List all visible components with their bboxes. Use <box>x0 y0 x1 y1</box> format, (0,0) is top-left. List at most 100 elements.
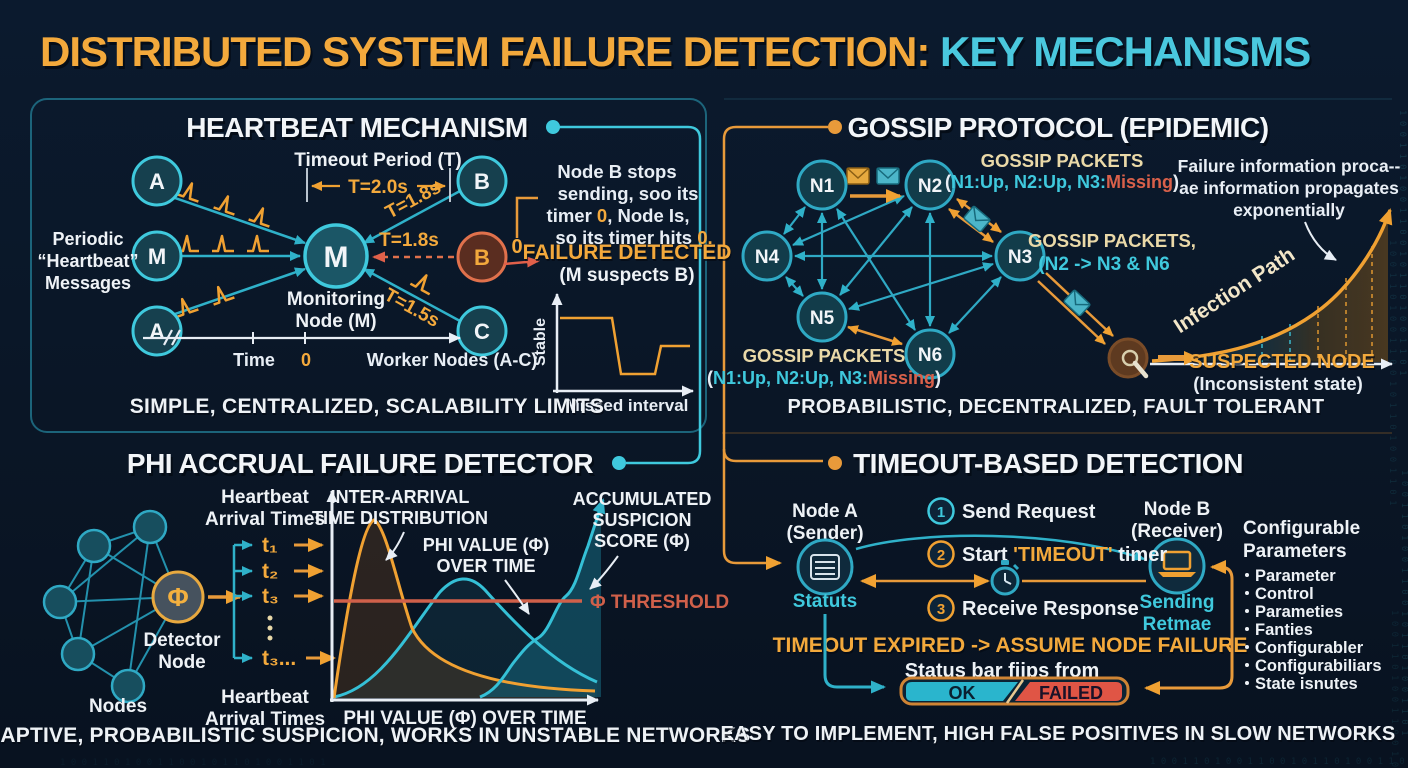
svg-text:1 0 0 1 1 0 1 0 0 1 1 0 0 1 0: 1 0 0 1 1 0 1 0 0 1 1 0 0 1 0 1 1 0 1 0 … <box>1399 470 1408 736</box>
svg-text:Parameties: Parameties <box>1255 603 1343 621</box>
gossip-packets-top-label: GOSSIP PACKETS (N1:Up, N2:Up, N3:Missing… <box>945 150 1179 192</box>
status-bar: OK FAILED <box>899 676 1130 706</box>
svg-text:Receive Response: Receive Response <box>962 598 1139 620</box>
quadrant-frames <box>30 98 1392 434</box>
svg-text:(Sender): (Sender) <box>786 523 863 544</box>
worker-node-b: B <box>456 155 508 207</box>
failure-arrow <box>503 256 540 268</box>
svg-text:Sending: Sending <box>1140 592 1215 613</box>
note-bracket <box>515 196 538 238</box>
gossip-nodes: N1 N2 N3 N4 N5 N6 <box>741 159 1046 380</box>
svg-text:Time: Time <box>233 350 275 370</box>
svg-text:Node B: Node B <box>1144 499 1211 520</box>
svg-text:1 0 0 1 1 0 1 0 0 1 1 0 0 1 0: 1 0 0 1 1 0 1 0 0 1 1 0 0 1 0 1 1 0 1 0 … <box>1150 757 1408 767</box>
svg-text:Arrival Times: Arrival Times <box>205 709 325 730</box>
step-1: 1 Send Request <box>927 497 1096 525</box>
gossip-packets-mid-label: GOSSIP PACKETS, (N2 -> N3 & N6 <box>1028 230 1196 275</box>
gossip-section: GOSSIP PROTOCOL (EPIDEMIC) <box>707 112 1401 418</box>
svg-text:Parameter: Parameter <box>1255 567 1336 585</box>
svg-text:C: C <box>474 319 490 344</box>
svg-text:State isnutes: State isnutes <box>1255 675 1358 693</box>
monitoring-node-label: Monitoring Node (M) <box>287 289 385 332</box>
svg-text:1 0 0 1 1 0 1 0 0 1 1 0 0 1 0: 1 0 0 1 1 0 1 0 0 1 1 0 0 1 0 1 1 0 1 0 … <box>1389 610 1399 768</box>
heartbeat-section: HEARTBEAT MECHANISM Timeout Pe <box>37 112 731 418</box>
svg-text:so its timer hits 0.: so its timer hits 0. <box>555 227 712 248</box>
stopwatch-icon <box>990 560 1020 596</box>
monitoring-node-m: M <box>303 223 369 289</box>
inconsistent-label: (Inconsistent state) <box>1193 373 1363 394</box>
svg-text:OVER TIME: OVER TIME <box>436 556 535 576</box>
worker-node-m-left: M <box>131 230 183 282</box>
timeout-title: TIMEOUT-BASED DETECTION <box>853 448 1243 479</box>
svg-text:Φ: Φ <box>167 582 188 612</box>
infection-path-label: Infection Path <box>1170 243 1299 338</box>
svg-text:M: M <box>324 241 349 274</box>
svg-text:Periodic: Periodic <box>52 229 123 249</box>
matrix-texture: 1 0 0 1 1 0 1 0 0 1 1 0 0 1 0 1 1 0 1 0 … <box>60 110 1408 768</box>
svg-text:1 0 0 1 1 0 1 0 0 1 1 0 0 1 0: 1 0 0 1 1 0 1 0 0 1 1 0 0 1 0 1 1 0 1 0 … <box>1387 240 1397 506</box>
svg-text:T=1.8s: T=1.8s <box>379 230 439 251</box>
failure-propagation-note: Failure information proca-- ae informati… <box>1178 156 1401 220</box>
timeout-node-a: Node A (Sender) Statuts <box>786 501 863 612</box>
svg-text:GOSSIP PACKETS,: GOSSIP PACKETS, <box>1028 230 1196 251</box>
svg-text:Monitoring: Monitoring <box>287 289 385 310</box>
svg-text:(N2 -> N3 & N6: (N2 -> N3 & N6 <box>1038 254 1169 275</box>
phi-x-axis-label: PHI VALUE (Φ) OVER TIME <box>343 708 586 729</box>
svg-text:Stable: Stable <box>532 318 549 366</box>
svg-text:3: 3 <box>937 601 945 618</box>
svg-text:(N1:Up, N2:Up, N3:Missing): (N1:Up, N2:Up, N3:Missing) <box>707 368 941 388</box>
page-title: DISTRIBUTED SYSTEM FAILURE DETECTION: KE… <box>40 28 1310 75</box>
svg-text:Configurable: Configurable <box>1243 518 1360 539</box>
svg-text:Send Request: Send Request <box>962 501 1096 523</box>
heartbeat-caption: SIMPLE, CENTRALIZED, SCALABILITY LIMITS <box>130 395 604 418</box>
configurable-parameters: Configurable Parameters Parameter Contro… <box>1243 518 1382 693</box>
gossip-mesh-arrows <box>783 194 1002 334</box>
failure-detected-label: FAILURE DETECTED <box>523 241 732 264</box>
svg-text:Failure information proca--: Failure information proca-- <box>1178 156 1401 176</box>
node-a-status-label: Statuts <box>793 591 857 612</box>
svg-text:Fanties: Fanties <box>1255 621 1313 639</box>
svg-text:SUSPICION: SUSPICION <box>592 510 691 530</box>
server-icon <box>810 554 840 580</box>
worker-node-a-top: A <box>131 155 183 207</box>
phi-section: PHI ACCRUAL FAILURE DETECTOR Φ Detector <box>0 448 750 747</box>
phi-title: PHI ACCRUAL FAILURE DETECTOR <box>127 448 593 479</box>
svg-text:sending, soo its: sending, soo its <box>558 183 699 204</box>
arrival-times-list: Heartbeat Arrival Times t₁ t₂ t₃ t₃... <box>205 487 336 730</box>
timer-zero-marker: 0 <box>511 236 522 258</box>
phi-chart: Φ THRESHOLD INTER-ARRIVAL TIME DISTRIBUT… <box>312 487 729 729</box>
status-failed: FAILED <box>1039 683 1103 703</box>
svg-text:Missed interval: Missed interval <box>566 396 689 415</box>
svg-text:t₃: t₃ <box>262 585 279 608</box>
svg-text:Node (M): Node (M) <box>295 311 376 332</box>
timeout-expired-label: TIMEOUT EXPIRED -> ASSUME NODE FAILURE <box>773 634 1248 657</box>
svg-text:Node B stops: Node B stops <box>557 161 676 182</box>
note-curve-arrow <box>1304 221 1337 261</box>
status-orange-connector <box>1144 560 1234 695</box>
gossip-orange-arrows <box>847 189 1114 346</box>
svg-text:A: A <box>149 169 165 194</box>
heartbeat-title: HEARTBEAT MECHANISM <box>186 112 528 143</box>
svg-text:Start 'TIMEOUT' timer: Start 'TIMEOUT' timer <box>962 544 1167 566</box>
svg-text:Timeout Period (T): Timeout Period (T) <box>294 150 461 171</box>
step-3: 3 Receive Response <box>927 594 1139 622</box>
svg-text:N5: N5 <box>810 308 835 329</box>
svg-text:A: A <box>149 319 165 344</box>
detector-node: Φ <box>151 570 205 624</box>
svg-text:N3: N3 <box>1008 247 1032 268</box>
phi-node-cluster: Φ Detector Node Nodes <box>42 509 242 717</box>
svg-text:exponentially: exponentially <box>1233 200 1345 220</box>
worker-node-a-bottom: A <box>131 305 183 357</box>
send-request-arc <box>855 534 1145 561</box>
svg-text:ae information propagates: ae information propagates <box>1179 178 1399 198</box>
step-2: 2 Start 'TIMEOUT' timer <box>927 540 1167 568</box>
svg-text:t₁: t₁ <box>262 534 278 557</box>
svg-text:INTER-ARRIVAL: INTER-ARRIVAL <box>331 487 470 507</box>
svg-text:N4: N4 <box>755 247 780 268</box>
failed-node-b: B <box>456 231 508 283</box>
status-ok: OK <box>949 683 976 703</box>
svg-text:GOSSIP PACKETS: GOSSIP PACKETS <box>743 345 906 366</box>
svg-text:Heartbeat: Heartbeat <box>221 687 309 708</box>
svg-text:Messages: Messages <box>45 273 131 293</box>
svg-text:1 0 0 1 1 0 1 0 0 1 1 0 0 1 0: 1 0 0 1 1 0 1 0 0 1 1 0 0 1 0 1 1 0 1 0 … <box>60 758 326 768</box>
